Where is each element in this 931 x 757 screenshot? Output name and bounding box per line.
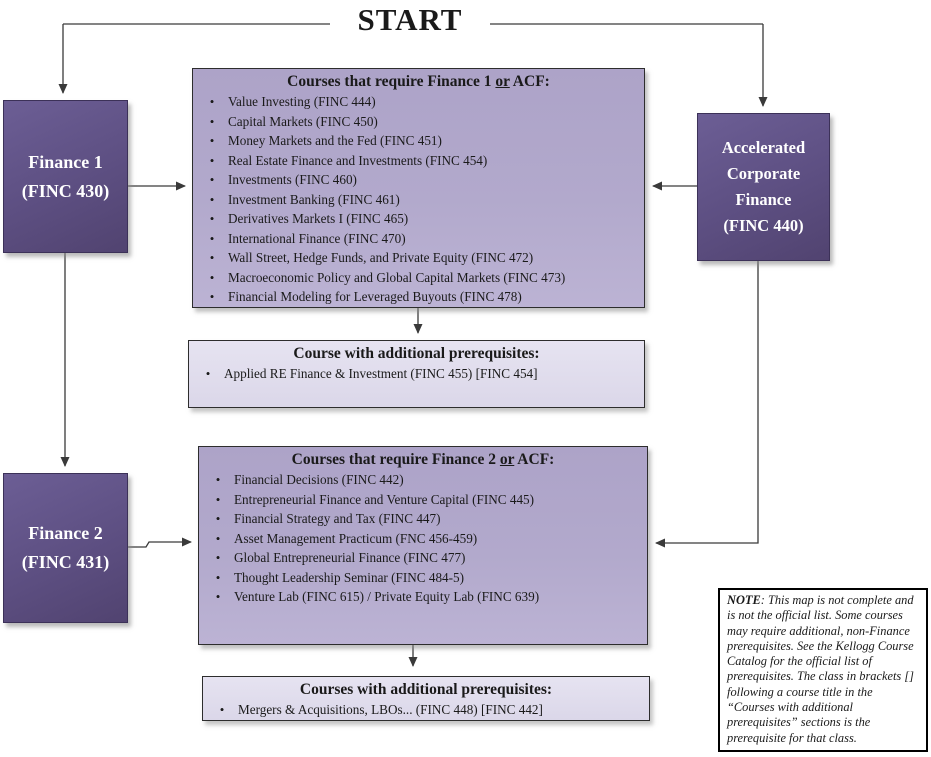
bullet-icon: • (209, 113, 215, 129)
courses-finance1-panel: Courses that require Finance 1 or ACF: •… (192, 68, 645, 308)
course-item-label: Entrepreneurial Finance and Venture Capi… (234, 491, 535, 507)
prereq-item-label: Mergers & Acquisitions, LBOs... (FINC 44… (238, 702, 543, 717)
course-item: • Value Investing (FINC 444) (193, 92, 644, 112)
course-item-label: Investments (FINC 460) (228, 172, 357, 187)
course-item: • Financial Modeling for Leveraged Buyout… (193, 287, 644, 307)
bullet-icon: • (209, 152, 215, 168)
course-item-label: Asset Management Practicum (FNC 456-459) (234, 530, 478, 546)
note-box: NOTE: This map is not complete and is no… (718, 588, 928, 752)
course-item-label: Financial Decisions (FINC 442) (234, 472, 404, 487)
acf-box-line: Accelerated (721, 137, 806, 157)
bullet-icon: • (209, 191, 215, 207)
bullet-icon: • (209, 133, 215, 148)
courses-finance1-heading: Courses that require Finance 1 or ACF: (193, 71, 644, 92)
acf-box: Accelerated Corporate Finance (FINC 440) (697, 113, 830, 261)
course-item: • Real Estate Finance and Investments (FI… (193, 151, 644, 171)
course-item: • Investment Banking (FINC 461) (193, 190, 644, 210)
course-item-label: Thought Leadership Seminar (FINC 484-5) (234, 569, 465, 585)
finance2-box: Finance 2 (FINC 431) (3, 473, 128, 623)
courses-finance2-list: • Financial Decisions (FINC 442) • Entrepr… (199, 470, 647, 607)
course-item-label: Global Entrepreneurial Finance (FINC 477… (234, 550, 466, 565)
course-item: • Asset Management Practicum (FNC 456-459… (199, 529, 647, 549)
course-item-label: Wall Street, Hedge Funds, and Private Eq… (228, 250, 534, 265)
note-body: : This map is not complete and is not th… (727, 593, 914, 745)
course-item: • Global Entrepreneurial Finance (FINC 47… (199, 548, 647, 568)
bullet-icon: • (215, 569, 221, 585)
bullet-icon: • (215, 550, 221, 565)
start-title: START (357, 2, 463, 37)
course-item: • Entrepreneurial Finance and Venture Cap… (199, 490, 647, 510)
heading-or: or (495, 73, 510, 90)
note-label: NOTE (727, 593, 761, 607)
bullet-icon: • (209, 289, 215, 304)
finance1-code: (FINC 430) (21, 180, 110, 201)
finance1-box: Finance 1 (FINC 430) (3, 100, 128, 253)
course-item: • Financial Strategy and Tax (FINC 447) (199, 509, 647, 529)
prereq2-panel: Courses with additional prerequisites: •… (202, 676, 650, 721)
acf-box-line: (FINC 440) (723, 216, 804, 236)
course-item: • Venture Lab (FINC 615) / Private Equity… (199, 587, 647, 607)
arrow-acf-to-courses2 (655, 261, 759, 548)
finance1-name: Finance 1 (28, 151, 103, 172)
course-item-label: Derivatives Markets I (FINC 465) (228, 211, 409, 226)
finance2-name: Finance 2 (28, 523, 103, 544)
course-item: • Wall Street, Hedge Funds, and Private E… (193, 248, 644, 268)
prereq1-panel: Course with additional prerequisites: • A… (188, 340, 645, 408)
heading-or: or (499, 451, 515, 468)
course-item-label: Venture Lab (FINC 615) / Private Equity … (234, 589, 540, 604)
course-item: • Financial Decisions (FINC 442) (199, 470, 647, 490)
courses-finance2-panel: Courses that require Finance 2 or ACF: •… (198, 446, 648, 645)
courses-finance2-heading: Courses that require Finance 2 or ACF: (199, 449, 647, 470)
prereq2-heading: Courses with additional prerequisites: (299, 681, 553, 698)
prereq1-heading: Course with additional prerequisites: (293, 345, 540, 362)
bullet-icon: • (209, 94, 215, 109)
course-item: • Macroeconomic Policy and Global Capital… (193, 268, 644, 288)
course-item: • International Finance (FINC 470) (193, 229, 644, 249)
course-item-label: Real Estate Finance and Investments (FIN… (228, 152, 488, 168)
bullet-icon: • (209, 250, 215, 265)
course-item-label: Investment Banking (FINC 461) (228, 191, 400, 207)
heading-suffix: ACF: (514, 451, 555, 468)
prereq-item-label: Applied RE Finance & Investment (FINC 45… (224, 366, 538, 381)
heading-suffix: ACF: (509, 73, 550, 90)
course-item-label: Value Investing (FINC 444) (228, 94, 376, 109)
prereq-item: • Mergers & Acquisitions, LBOs... (FINC 4… (203, 700, 649, 720)
bullet-icon: • (215, 472, 221, 487)
bullet-icon: • (209, 211, 215, 226)
course-item-label: Financial Modeling for Leveraged Buyouts… (228, 289, 522, 304)
bullet-icon: • (215, 530, 221, 546)
course-item-label: International Finance (FINC 470) (228, 230, 406, 246)
course-item-label: Macroeconomic Policy and Global Capital … (228, 269, 566, 285)
bullet-icon: • (205, 366, 211, 381)
prereq2-list: • Mergers & Acquisitions, LBOs... (FINC 4… (203, 700, 649, 720)
course-item-label: Money Markets and the Fed (FINC 451) (228, 133, 442, 148)
bullet-icon: • (219, 702, 225, 717)
acf-box-line: Corporate (726, 163, 801, 183)
bullet-icon: • (209, 269, 215, 285)
arrow-finance2-to-courses2 (128, 537, 192, 548)
course-item: • Money Markets and the Fed (FINC 451) (193, 131, 644, 151)
acf-box-line: Finance (735, 190, 792, 209)
bullet-icon: • (215, 511, 221, 526)
prereq-item: • Applied RE Finance & Investment (FINC 4… (189, 364, 644, 384)
bullet-icon: • (209, 172, 215, 187)
course-item: • Derivatives Markets I (FINC 465) (193, 209, 644, 229)
finance2-code: (FINC 431) (21, 552, 110, 572)
prereq1-list: • Applied RE Finance & Investment (FINC 4… (189, 364, 644, 384)
course-item-label: Capital Markets (FINC 450) (228, 113, 378, 129)
bullet-icon: • (215, 589, 221, 604)
heading-prefix: Courses that require Finance 2 (291, 451, 500, 468)
courses-finance1-list: • Value Investing (FINC 444) • Capital Mar… (193, 92, 644, 307)
course-item: • Investments (FINC 460) (193, 170, 644, 190)
bullet-icon: • (215, 491, 221, 507)
course-item: • Thought Leadership Seminar (FINC 484-5) (199, 568, 647, 588)
heading-prefix: Courses that require Finance 1 (287, 73, 496, 90)
bullet-icon: • (209, 230, 215, 246)
course-item: • Capital Markets (FINC 450) (193, 112, 644, 132)
course-item-label: Financial Strategy and Tax (FINC 447) (234, 511, 441, 526)
